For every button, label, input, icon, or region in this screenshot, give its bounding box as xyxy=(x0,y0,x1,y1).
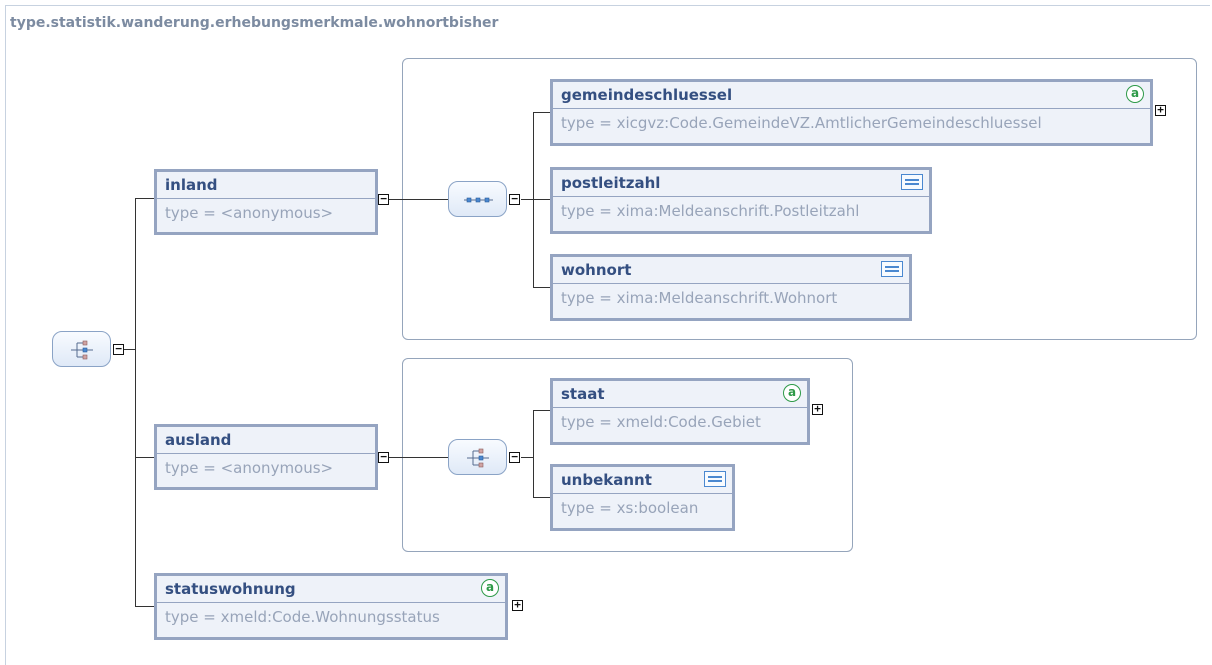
sequence-icon xyxy=(464,197,493,203)
diagram-frame xyxy=(5,5,1210,665)
element-postleitzahl[interactable]: postleitzahl type = xima:Meldeanschrift.… xyxy=(550,167,932,234)
element-staat-name: staat a xyxy=(553,381,807,408)
branch-inland xyxy=(135,198,155,199)
choice-collapse-toggle[interactable]: − xyxy=(509,451,520,463)
staat-expand-toggle[interactable]: + xyxy=(812,403,823,415)
ausland-collapse-toggle[interactable]: − xyxy=(378,451,389,463)
element-staat-type: type = xmeld:Code.Gebiet xyxy=(561,413,761,431)
root-vertical-line xyxy=(135,198,136,607)
branch-postleitzahl xyxy=(533,199,550,200)
element-statuswohnung-label: statuswohnung xyxy=(165,580,296,598)
element-gemeindeschluessel-name: gemeindeschluessel a xyxy=(553,82,1150,109)
element-postleitzahl-label: postleitzahl xyxy=(561,174,661,192)
element-inland-name: inland xyxy=(157,172,375,199)
element-ausland-name: ausland xyxy=(157,427,375,454)
attribute-icon: a xyxy=(481,579,499,597)
sequence-connector xyxy=(521,199,534,200)
sequence-compositor[interactable] xyxy=(448,181,507,217)
documentation-icon xyxy=(901,174,923,190)
ausland-to-choice xyxy=(389,457,448,458)
branch-wohnort xyxy=(533,287,550,288)
element-ausland[interactable]: ausland type = <anonymous> xyxy=(154,424,378,490)
element-unbekannt-type: type = xs:boolean xyxy=(561,499,699,517)
diagram-title: type.statistik.wanderung.erhebungsmerkma… xyxy=(10,15,499,31)
element-unbekannt-label: unbekannt xyxy=(561,471,652,489)
choice-vertical-line xyxy=(533,410,534,498)
element-unbekannt-name: unbekannt xyxy=(553,467,732,494)
choice-compositor[interactable] xyxy=(448,439,507,475)
branch-staat xyxy=(533,410,550,411)
element-statuswohnung-type: type = xmeld:Code.Wohnungsstatus xyxy=(165,608,440,626)
element-ausland-type: type = <anonymous> xyxy=(165,459,334,477)
element-inland[interactable]: inland type = <anonymous> xyxy=(154,169,378,235)
attribute-icon: a xyxy=(1126,85,1144,103)
attribute-icon: a xyxy=(783,384,801,402)
element-wohnort-name: wohnort xyxy=(553,257,909,284)
element-staat-label: staat xyxy=(561,385,605,403)
choice-connector xyxy=(521,457,534,458)
element-staat[interactable]: staat a type = xmeld:Code.Gebiet xyxy=(550,378,810,445)
documentation-icon xyxy=(704,471,726,487)
element-gemeindeschluessel[interactable]: gemeindeschluessel a type = xicgvz:Code.… xyxy=(550,79,1153,146)
element-statuswohnung-name: statuswohnung a xyxy=(157,576,505,603)
element-unbekannt[interactable]: unbekannt type = xs:boolean xyxy=(550,464,735,531)
root-connector xyxy=(123,349,136,350)
branch-unbekannt xyxy=(533,497,550,498)
gemeindeschluessel-expand-toggle[interactable]: + xyxy=(1155,104,1166,116)
element-postleitzahl-type: type = xima:Meldeanschrift.Postleitzahl xyxy=(561,202,860,220)
statuswohnung-expand-toggle[interactable]: + xyxy=(512,599,523,611)
branch-statuswohnung xyxy=(135,606,155,607)
root-choice-compositor[interactable] xyxy=(52,331,111,367)
sequence-vertical-line xyxy=(533,112,534,288)
branch-ausland xyxy=(135,457,155,458)
documentation-icon xyxy=(881,261,903,277)
sequence-collapse-toggle[interactable]: − xyxy=(509,193,520,205)
element-gemeindeschluessel-type: type = xicgvz:Code.GemeindeVZ.AmtlicherG… xyxy=(561,114,1042,132)
choice-icon xyxy=(71,340,93,360)
element-inland-type: type = <anonymous> xyxy=(165,204,334,222)
choice-icon xyxy=(467,448,489,468)
element-postleitzahl-name: postleitzahl xyxy=(553,170,929,197)
element-wohnort-type: type = xima:Meldeanschrift.Wohnort xyxy=(561,289,838,307)
element-statuswohnung[interactable]: statuswohnung a type = xmeld:Code.Wohnun… xyxy=(154,573,508,640)
root-collapse-toggle[interactable]: − xyxy=(113,343,124,355)
branch-gemeindeschluessel xyxy=(533,112,550,113)
element-wohnort[interactable]: wohnort type = xima:Meldeanschrift.Wohno… xyxy=(550,254,912,321)
inland-to-sequence xyxy=(389,199,448,200)
inland-collapse-toggle[interactable]: − xyxy=(378,193,389,205)
element-gemeindeschluessel-label: gemeindeschluessel xyxy=(561,86,733,104)
element-wohnort-label: wohnort xyxy=(561,261,632,279)
